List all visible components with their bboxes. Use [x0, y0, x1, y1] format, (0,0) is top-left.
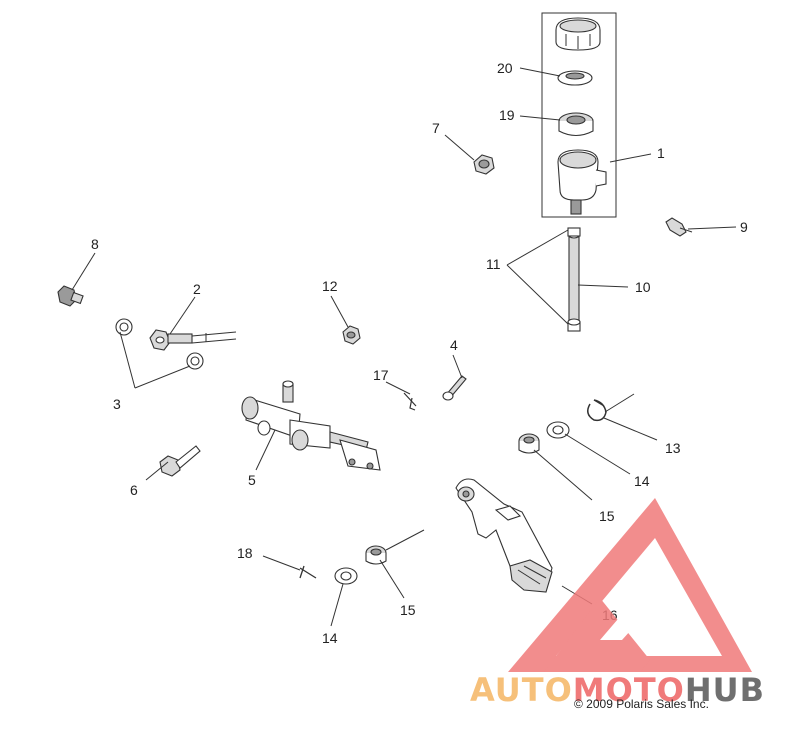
reservoir-cap	[555, 17, 601, 51]
master-cylinder-part-5	[241, 380, 381, 471]
leader-lines	[71, 67, 737, 627]
watermark-auto: AUTO	[470, 671, 573, 709]
callout-11: 11	[486, 256, 501, 272]
callout-19: 19	[499, 107, 515, 123]
reservoir-kit-frame	[541, 12, 617, 218]
callout-12: 12	[322, 278, 338, 294]
bolt-part-9	[665, 217, 693, 237]
callout-15-left: 15	[400, 602, 416, 618]
diaphragm-part-20	[557, 70, 593, 86]
callout-20: 20	[497, 60, 513, 76]
callout-7: 7	[432, 120, 440, 136]
cotter-pin-part-17	[403, 392, 417, 411]
pin-part-18	[299, 565, 317, 579]
callout-6: 6	[130, 482, 138, 498]
bolt-part-6	[159, 445, 201, 477]
callout-14-left: 14	[322, 630, 338, 646]
clevis-pin-part-4	[442, 375, 467, 401]
callout-9: 9	[740, 219, 748, 235]
watermark-logo	[508, 498, 752, 672]
spring-part-13	[587, 399, 607, 422]
callout-8: 8	[91, 236, 99, 252]
washers-part-3	[115, 318, 204, 370]
pushrod-part-10	[567, 227, 581, 332]
watermark-hub: HUB	[685, 671, 765, 709]
callout-13: 13	[665, 440, 681, 456]
callout-1: 1	[657, 145, 665, 161]
callout-14-right: 14	[634, 473, 650, 489]
brake-pedal-part-16	[455, 478, 553, 593]
brake-line-part-2	[149, 329, 237, 351]
callout-10: 10	[635, 279, 651, 295]
bleeder-fitting-part-8	[57, 285, 84, 307]
callout-3: 3	[113, 396, 121, 412]
svg-text:AUTOMOTOHUB: AUTOMOTOHUB	[470, 671, 765, 709]
callout-18: 18	[237, 545, 253, 561]
callout-labels: 20 19 7 1 9 11 10 8 2 12 4 17 3 13 5 14 …	[91, 60, 748, 646]
callout-17: 17	[373, 367, 389, 383]
callout-4: 4	[450, 337, 458, 353]
nut-part-7	[473, 154, 495, 175]
callout-15-right: 15	[599, 508, 615, 524]
watermark-moto: MOTO	[573, 671, 685, 709]
bushing-part-15-right	[518, 433, 540, 454]
plate-part-19	[558, 112, 594, 137]
copyright-notice: © 2009 Polaris Sales Inc.	[574, 697, 709, 711]
callout-2: 2	[193, 281, 201, 297]
bushing-part-15-left	[365, 545, 387, 565]
reservoir-body	[557, 149, 607, 215]
washer-part-14-left	[334, 567, 358, 585]
nut-part-12	[342, 325, 361, 345]
watermark-wordmark: AUTOMOTOHUB	[470, 671, 765, 709]
callout-5: 5	[248, 472, 256, 488]
washer-part-14-right	[546, 421, 570, 439]
